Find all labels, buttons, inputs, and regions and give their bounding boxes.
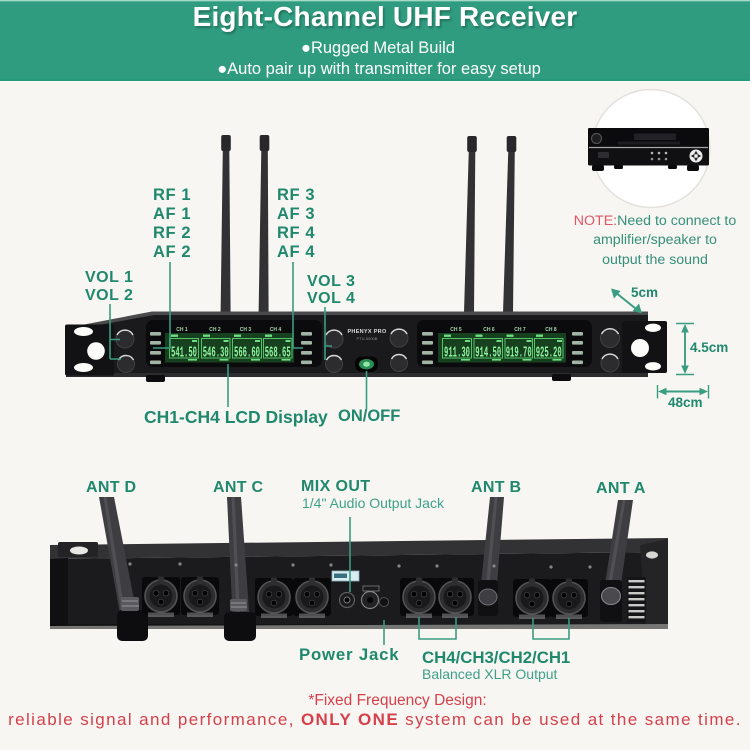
svg-text:CH 5: CH 5 <box>450 327 462 333</box>
svg-text:PHENYX PRO: PHENYX PRO <box>347 329 386 335</box>
svg-text:919.70: 919.70 <box>506 346 532 362</box>
svg-text:546.30: 546.30 <box>203 346 229 362</box>
svg-text:911.30: 911.30 <box>444 346 470 362</box>
svg-text:914.50: 914.50 <box>475 346 501 362</box>
svg-text:CH 8: CH 8 <box>545 327 557 333</box>
svg-text:CH 6: CH 6 <box>483 327 495 333</box>
svg-text:CH 2: CH 2 <box>209 327 221 333</box>
svg-text:925.20: 925.20 <box>536 346 562 362</box>
svg-text:541.50: 541.50 <box>171 346 197 362</box>
svg-text:566.60: 566.60 <box>234 346 260 362</box>
svg-text:CH 1: CH 1 <box>176 327 188 333</box>
svg-text:CH 4: CH 4 <box>270 327 282 333</box>
svg-text:568.65: 568.65 <box>265 346 291 362</box>
svg-text:PTU-5000B: PTU-5000B <box>357 336 378 341</box>
svg-text:CH 7: CH 7 <box>514 327 526 333</box>
svg-text:CH 3: CH 3 <box>240 327 252 333</box>
